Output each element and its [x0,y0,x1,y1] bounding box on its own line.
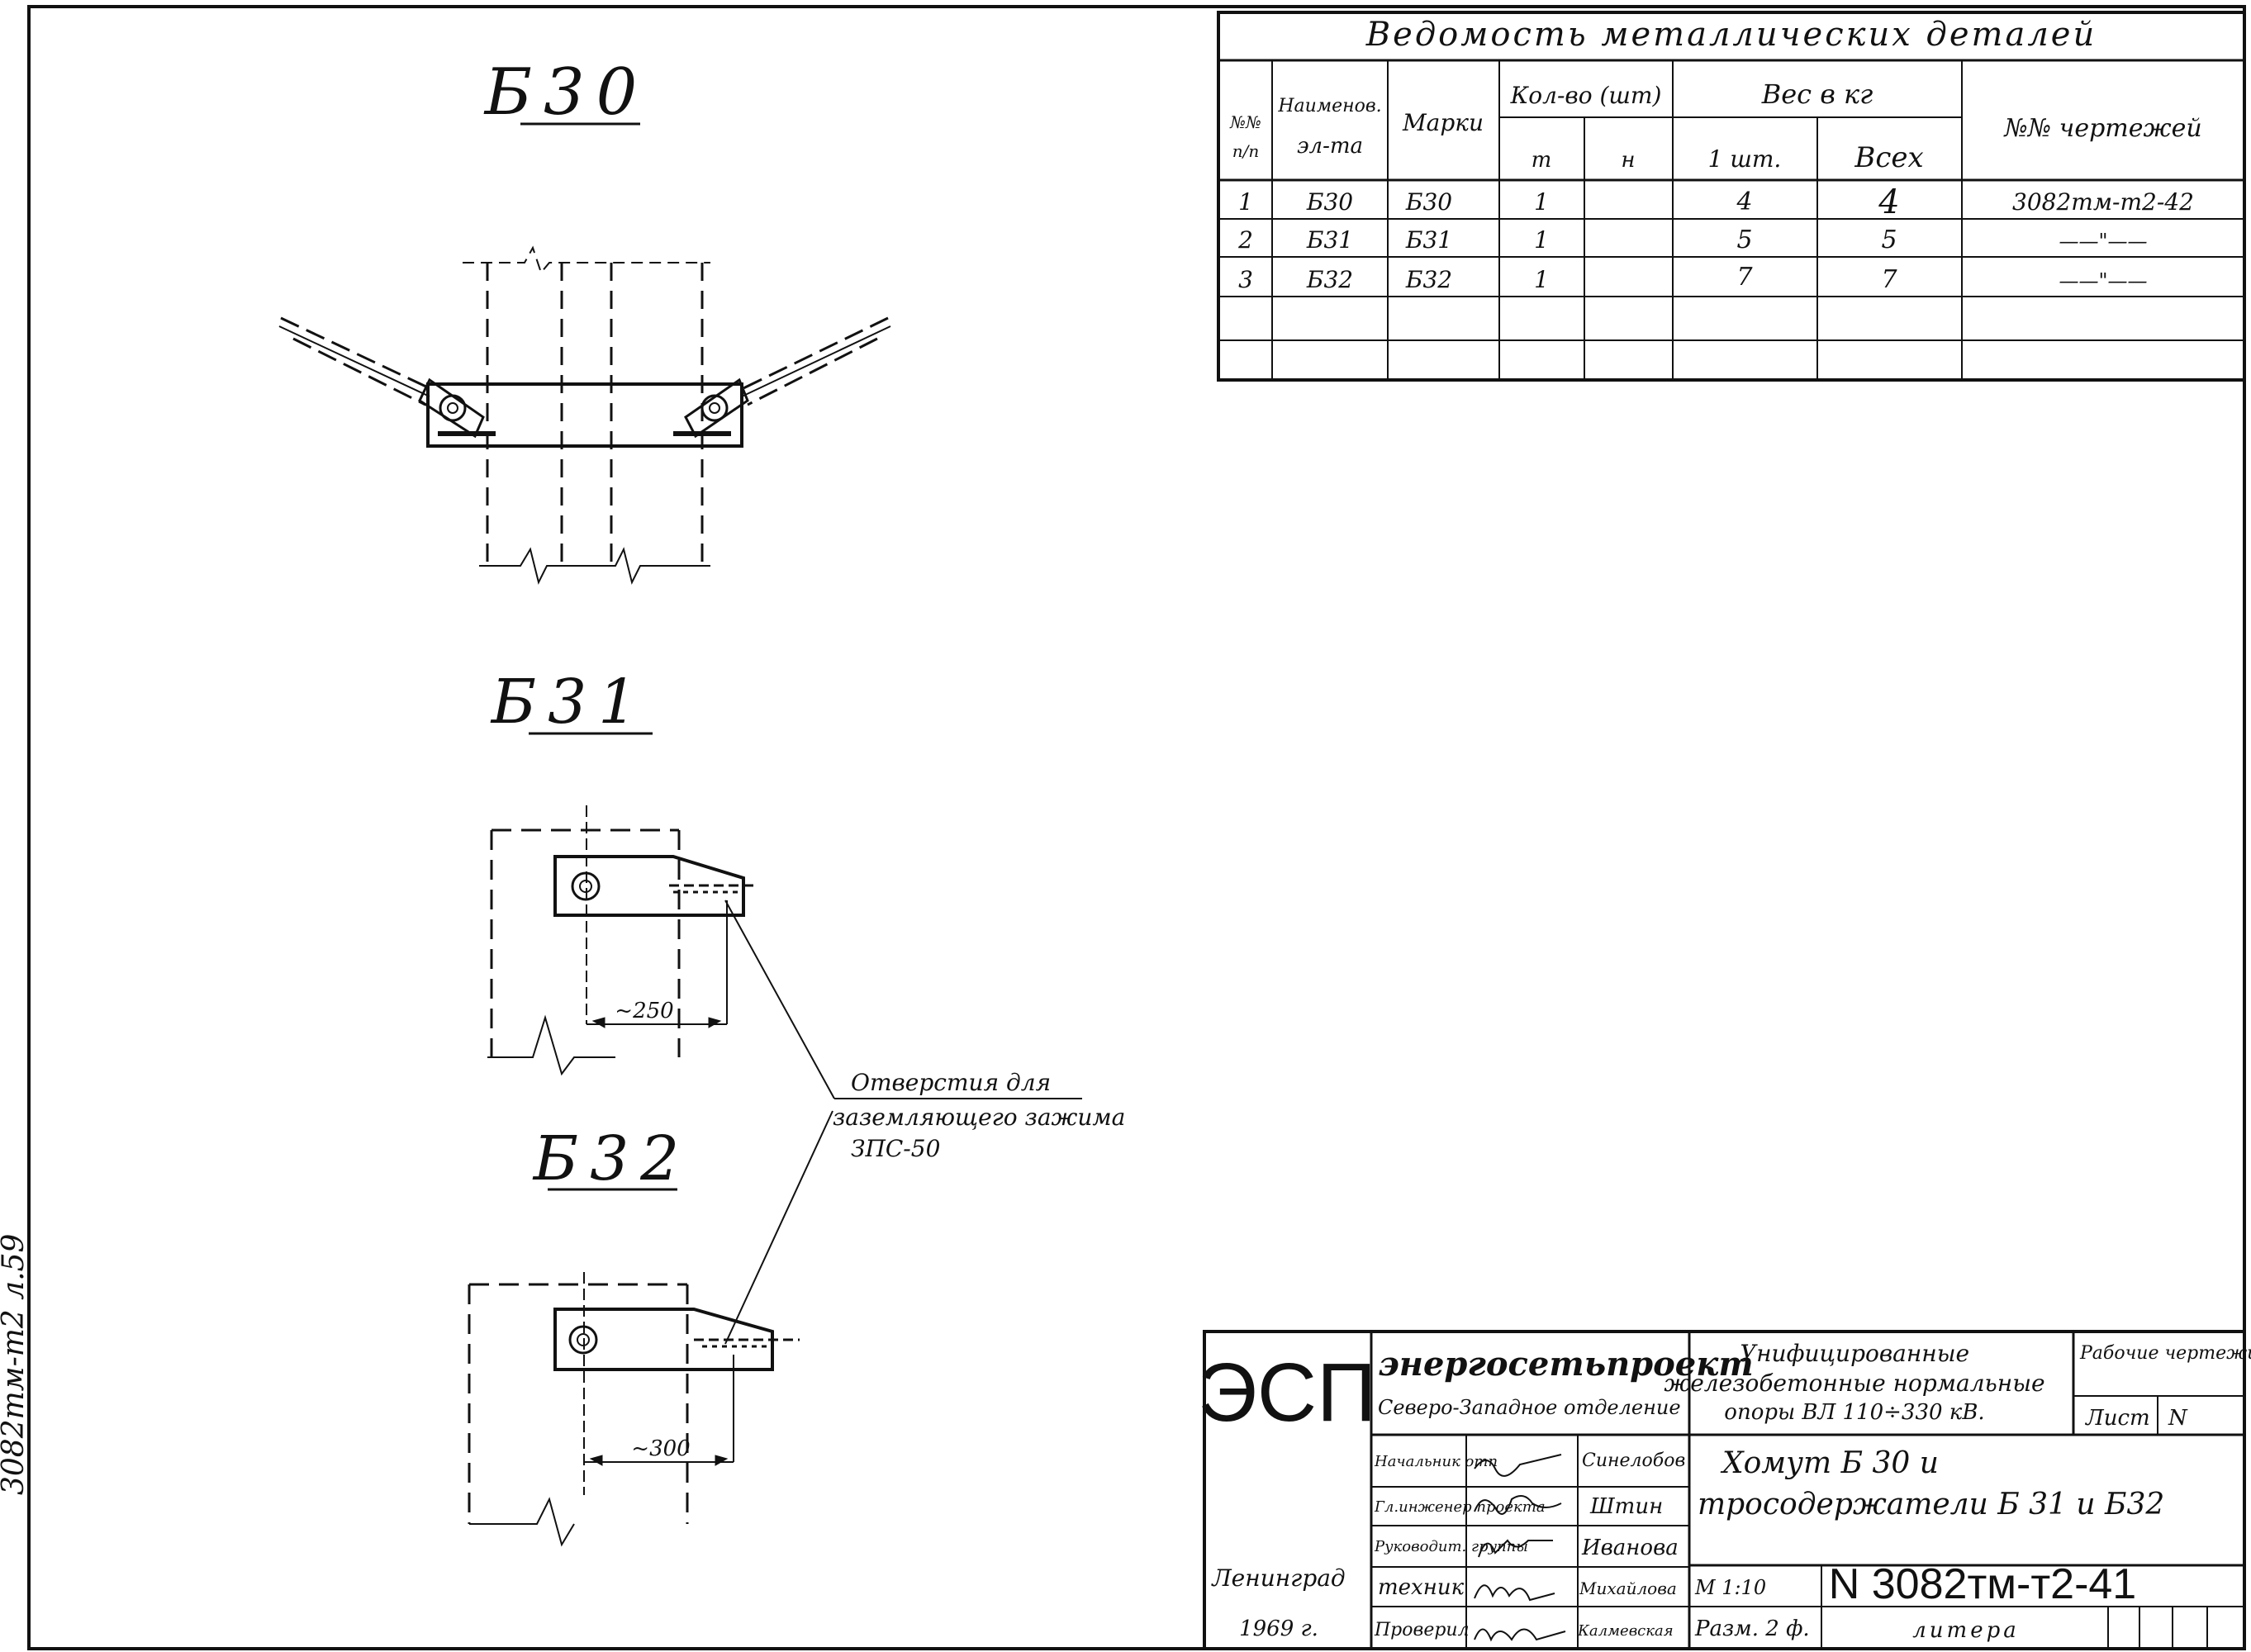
cell-num: 2 [1237,226,1253,254]
schedule-header: №№ п/п Наименов. эл-та Марки Кол-во (шт)… [1229,78,2202,174]
header-num-1: №№ [1229,112,1261,132]
role-3: Руководит. группы [1374,1538,1528,1555]
header-name-1: Наименов. [1277,96,1381,116]
sheet-border [27,5,2246,1650]
name-5: Калмевская [1577,1622,1674,1640]
doc-number: N 3082тм-т2-41 [1829,1560,2136,1608]
logo: ЭСП [1198,1346,1376,1439]
header-weight: Вес в кг [1761,78,1873,110]
cell-mark: Б30 [1405,188,1452,216]
role-5: Проверил [1374,1620,1470,1640]
schedule-row-3: 3 Б32 Б32 1 7 7 ——"—— [1238,263,2147,294]
cell-weight-all: 5 [1881,225,1897,254]
header-mark: Марки [1402,109,1484,136]
signatures [1474,1454,1566,1642]
cell-drawing: 3082тм-т2-42 [2012,188,2194,216]
description-line-2: тросодержатели Б 31 и Б32 [1698,1488,2164,1521]
label-b31: Б31 [490,667,649,738]
cell-mark: Б32 [1405,266,1452,293]
cell-weight-one: 7 [1736,263,1753,292]
project-line-1: Унифицированные [1740,1340,1969,1367]
org-name: энергосетьпроект [1378,1345,1754,1384]
role-4: техник [1378,1575,1465,1600]
cell-mark: Б31 [1405,226,1452,254]
header-qty: Кол-во (шт) [1510,82,1662,109]
cell-drawing: ——"—— [2059,269,2147,292]
year: 1969 г. [1239,1616,1318,1641]
name-4: Михайлова [1579,1578,1677,1598]
cell-weight-one: 4 [1736,188,1752,216]
signature-table: Начальник отп Синелобов Гл.инженер проек… [1374,1450,1685,1640]
schedule-title: Ведомость металлических деталей [1365,16,2097,54]
litera: литера [1912,1618,2020,1643]
cell-weight-all: 7 [1881,265,1897,294]
callout-line-3: ЗПС-50 [851,1135,940,1162]
name-3: Иванова [1581,1536,1679,1560]
cell-name: Б30 [1306,188,1353,216]
size: Разм. 2 ф. [1694,1616,1810,1641]
role-2: Гл.инженер проекта [1374,1498,1546,1516]
header-qty-t: т [1532,148,1552,173]
header-name-2: эл-та [1297,134,1363,159]
label-b32: Б32 [532,1123,691,1194]
header-num-2: п/п [1232,141,1260,161]
name-2: Штин [1589,1494,1663,1519]
cell-weight-all: 4 [1878,183,1899,221]
description-line-1: Хомут Б 30 и [1720,1446,1939,1480]
cell-qty-t: 1 [1534,226,1549,254]
header-qty-n: н [1621,148,1635,173]
margin-note: 3082тм-т2 л.59 [0,1234,31,1495]
detail-b32-cable-holder [468,1272,800,1547]
scale: М 1:10 [1694,1576,1766,1599]
cell-num: 3 [1238,266,1253,293]
schedule-row-2: 2 Б31 Б31 1 5 5 ——"—— [1237,225,2147,254]
label-b30: Б30 [483,55,649,130]
callout-line-1: Отверстия для [851,1069,1051,1096]
cell-qty-t: 1 [1534,188,1549,216]
callout-line-2: заземляющего зажима [833,1104,1125,1131]
role-1: Начальник отп [1374,1453,1498,1470]
cell-weight-one: 5 [1736,225,1752,254]
title-block-frame [1203,1330,2246,1650]
cell-num: 1 [1238,188,1253,216]
name-1: Синелобов [1582,1450,1685,1471]
stage-label: Рабочие чертежи [2079,1343,2251,1364]
dim-b32: ~300 [631,1436,690,1461]
city: Ленинград [1210,1564,1345,1592]
sheet-value: N [2168,1406,2188,1431]
sheet-label: Лист [2084,1406,2150,1431]
org-sub: Северо-Западное отделение [1378,1396,1681,1419]
schedule-row-1: 1 Б30 Б30 1 4 4 3082тм-т2-42 [1238,183,2194,221]
project-line-3: опоры ВЛ 110÷330 кВ. [1724,1400,1984,1425]
header-weight-one: 1 шт. [1708,145,1782,173]
callout-leader [724,900,1082,1345]
detail-b30-clamp [278,245,891,585]
header-drawings: №№ чертежей [2002,114,2201,143]
detail-b31-cable-holder [487,805,756,1076]
header-weight-all: Всех [1854,141,1923,174]
cell-name: Б31 [1306,226,1353,254]
cell-qty-t: 1 [1534,266,1549,293]
parts-schedule-table [1217,11,2246,382]
project-line-2: железобетонные нормальные [1664,1370,2044,1397]
dim-b31: ~250 [615,999,673,1023]
cell-drawing: ——"—— [2059,230,2147,253]
cell-name: Б32 [1306,266,1353,293]
